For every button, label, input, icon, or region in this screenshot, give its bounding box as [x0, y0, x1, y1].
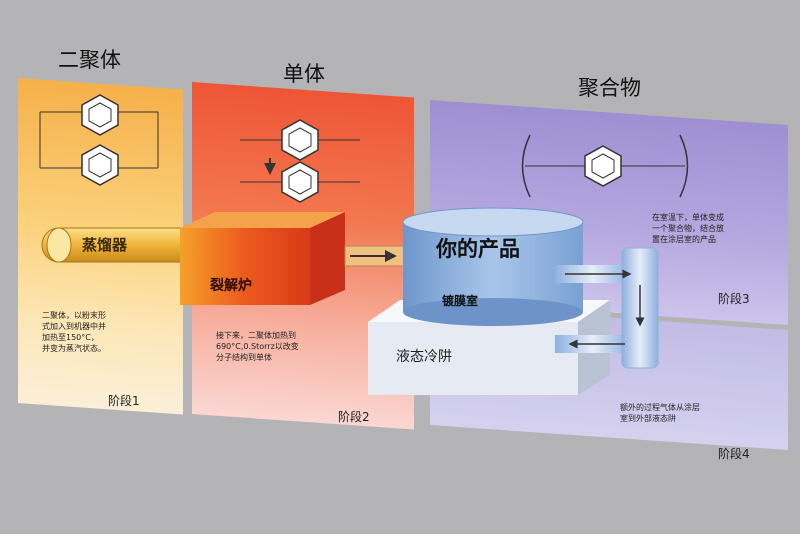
stage-2-title: 单体: [283, 62, 325, 86]
coating-chamber: [402, 207, 584, 326]
stage-2-description: 接下来，二聚体加热到 690°C,0.Storrz以改变 分子结构到单体: [216, 331, 299, 362]
dimer-molecule: [39, 94, 159, 186]
stage-2-label: 阶段2: [338, 410, 370, 424]
vaporizer-label: 蒸馏器: [82, 236, 128, 254]
pyrolysis-furnace: [180, 212, 345, 305]
stage-3-description: 在室温下，单体变成 一个聚合物，结合放 置在涂层室的产品: [652, 213, 724, 244]
coating-chamber-label: 镀膜室: [442, 294, 479, 308]
stage-1-description: 二聚体，以粉末形 式加入到机器中并 加热至150°C， 并变为蒸汽状态。: [42, 311, 106, 353]
polymer-molecule: [521, 134, 689, 198]
cold-trap-label: 液态冷阱: [396, 349, 452, 365]
stage-1-title: 二聚体: [58, 48, 121, 72]
monomer-molecule: [240, 119, 360, 203]
stage-1-label: 阶段1: [108, 394, 140, 408]
stage-3-label: 阶段3: [718, 292, 750, 306]
product-label: 你的产品: [436, 237, 520, 261]
stage-3-title: 聚合物: [578, 76, 641, 100]
furnace-label: 裂解炉: [210, 278, 252, 294]
stage-4-description: 额外的过程气体从涂层 室到外部液态阱: [620, 403, 700, 423]
exhaust-tubes: [555, 247, 659, 369]
vaporizer: [41, 227, 203, 263]
stage-4-label: 阶段4: [718, 447, 750, 461]
